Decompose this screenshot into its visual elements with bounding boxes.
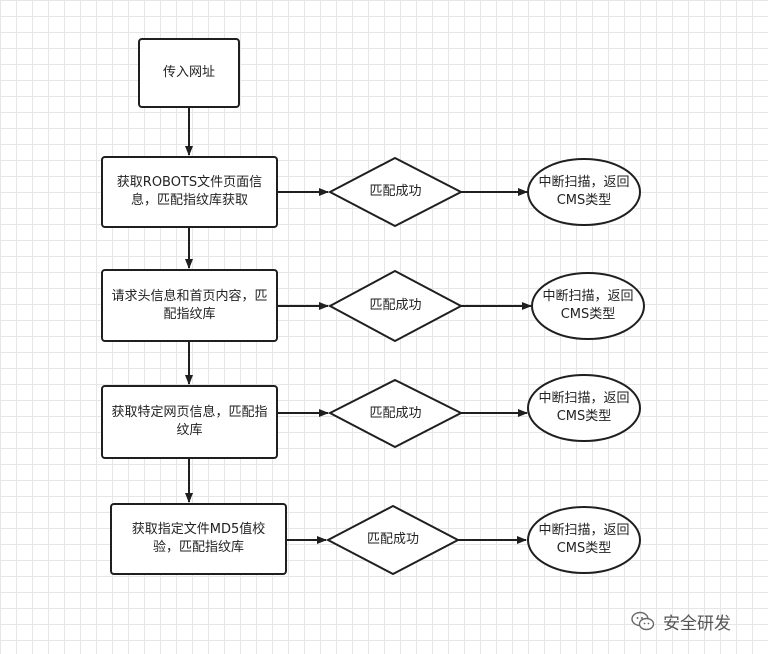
decision-label-4: 匹配成功 (366, 532, 419, 547)
terminal-ellipse-2 (531, 272, 645, 340)
terminal-label-1: 中断扫描，返回CMS类型 (538, 175, 630, 208)
watermark: 安全研发 (631, 606, 761, 636)
process-box-3: 获取特定网页信息，匹配指纹库 (101, 385, 278, 459)
process-label-2: 请求头信息和首页内容，匹配指纹库 (111, 288, 268, 322)
decision-diamond-1 (327, 156, 464, 228)
terminal-label-2: 中断扫描，返回CMS类型 (542, 289, 634, 322)
terminal-label-4: 中断扫描，返回CMS类型 (538, 523, 630, 556)
terminal-ellipse-1 (527, 158, 641, 226)
watermark-text: 安全研发 (663, 613, 731, 634)
process-label-4: 获取指定文件MD5值校验，匹配指纹库 (131, 522, 266, 555)
process-box-1: 获取ROBOTS文件页面信息，匹配指纹库获取 (101, 156, 278, 228)
decision-diamond-3 (327, 378, 464, 449)
process-label-3: 获取特定网页信息，匹配指纹库 (111, 405, 268, 438)
decision-label-1: 匹配成功 (369, 184, 422, 199)
terminal-ellipse-3 (527, 374, 641, 442)
decision-label-2: 匹配成功 (369, 298, 422, 313)
terminal-label-3: 中断扫描，返回CMS类型 (538, 391, 630, 424)
process-box-4: 获取指定文件MD5值校验，匹配指纹库 (110, 503, 287, 575)
process-label-1: 获取ROBOTS文件页面信息，匹配指纹库获取 (116, 175, 263, 208)
terminal-ellipse-4 (527, 506, 641, 574)
start-label: 传入网址 (162, 65, 215, 80)
start-box: 传入网址 (138, 38, 240, 108)
decision-label-3: 匹配成功 (369, 405, 422, 421)
decision-diamond-2 (327, 269, 464, 343)
process-box-2: 请求头信息和首页内容，匹配指纹库 (101, 269, 278, 342)
wechat-icon (631, 611, 655, 631)
decision-diamond-4 (325, 504, 461, 576)
